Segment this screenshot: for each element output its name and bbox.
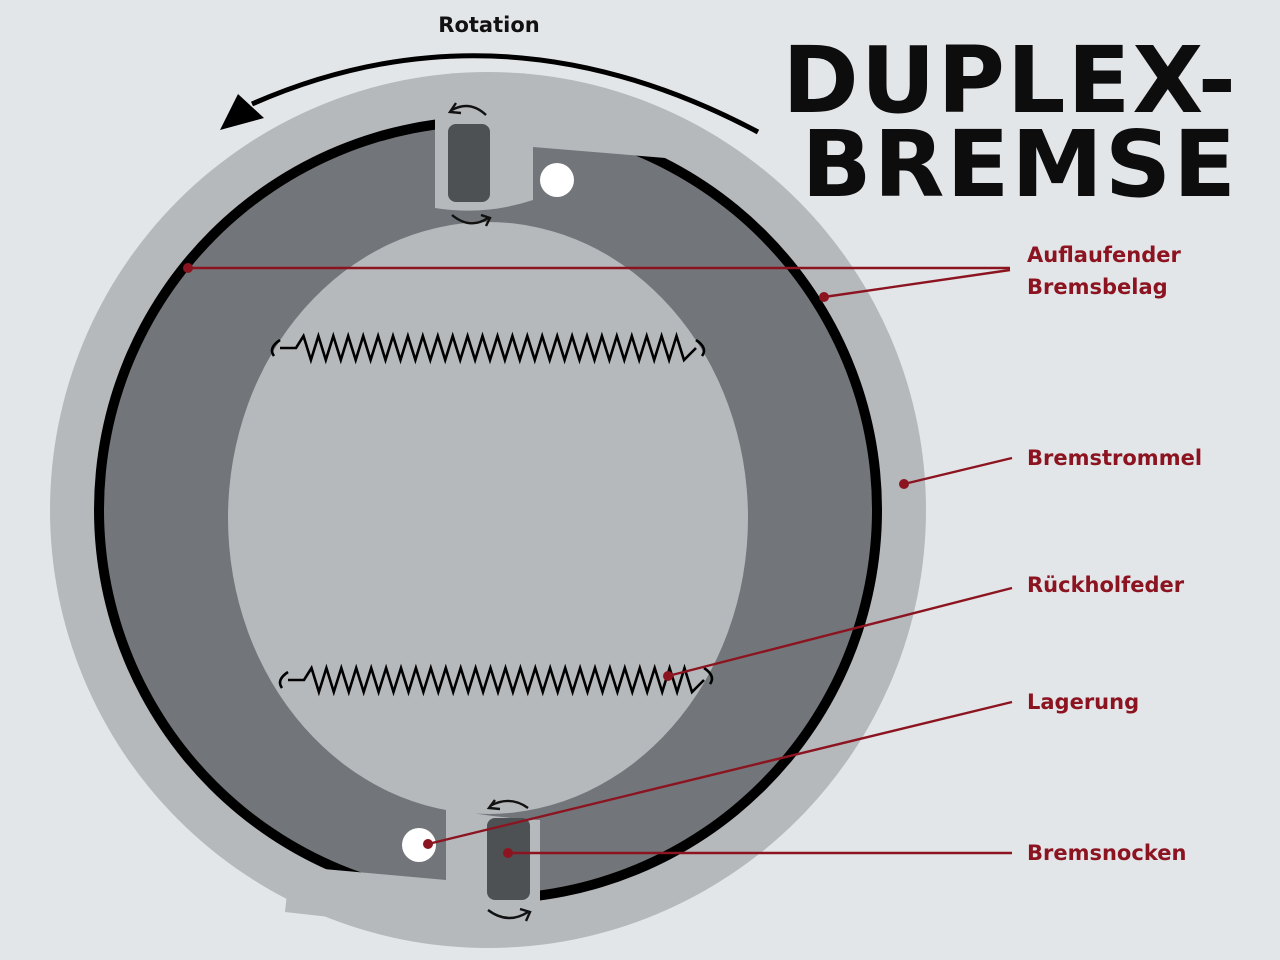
bottom-lining-gap [285, 866, 446, 930]
label-drum: Bremstrommel [1027, 446, 1202, 470]
dot-spring [663, 671, 673, 681]
rotation-arrow [250, 53, 760, 135]
bottom-cam-arrow-lower [487, 909, 529, 920]
return-spring-bottom [278, 663, 714, 697]
title-line-1: DUPLEX- [782, 27, 1238, 134]
rotation-arrowhead [220, 94, 264, 130]
top-bearing-pin [540, 163, 574, 197]
title-line-2: BREMSE [802, 111, 1238, 218]
dot-lining-right [819, 292, 829, 302]
bottom-cam-arrowhead-lower [519, 907, 532, 922]
top-cam-arrow-lower [451, 214, 489, 225]
bottom-cam-arrowhead-upper [486, 799, 501, 811]
bottom-cam-arrow-upper [489, 799, 529, 809]
label-bearing: Lagerung [1027, 690, 1139, 714]
back-plate [228, 222, 748, 814]
return-spring-top [270, 331, 706, 365]
dot-lining-left [183, 263, 193, 273]
label-lining-line-1: Auflaufender [1027, 243, 1181, 267]
dot-drum [899, 479, 909, 489]
dot-bearing [423, 839, 433, 849]
top-cam-arrowhead-upper [447, 102, 462, 115]
top-cam-arrowhead-lower [480, 213, 492, 227]
bottom-bearing-pin [402, 828, 436, 862]
top-brake-cam [448, 124, 490, 202]
leader-bearing [427, 700, 1013, 846]
leader-spring [667, 586, 1013, 678]
label-lining-line-2: Bremsbelag [1027, 275, 1168, 299]
dot-cam [503, 848, 513, 858]
leader-drum [903, 456, 1013, 486]
label-spring: Rückholfeder [1027, 573, 1185, 597]
rotation-label: Rotation [438, 13, 539, 37]
leader-lining-right [823, 268, 1011, 299]
top-cam-arrow-upper [451, 104, 487, 116]
label-cam: Bremsnocken [1027, 841, 1186, 865]
bottom-brake-cam [487, 818, 530, 900]
top-lining-gap [533, 110, 700, 160]
